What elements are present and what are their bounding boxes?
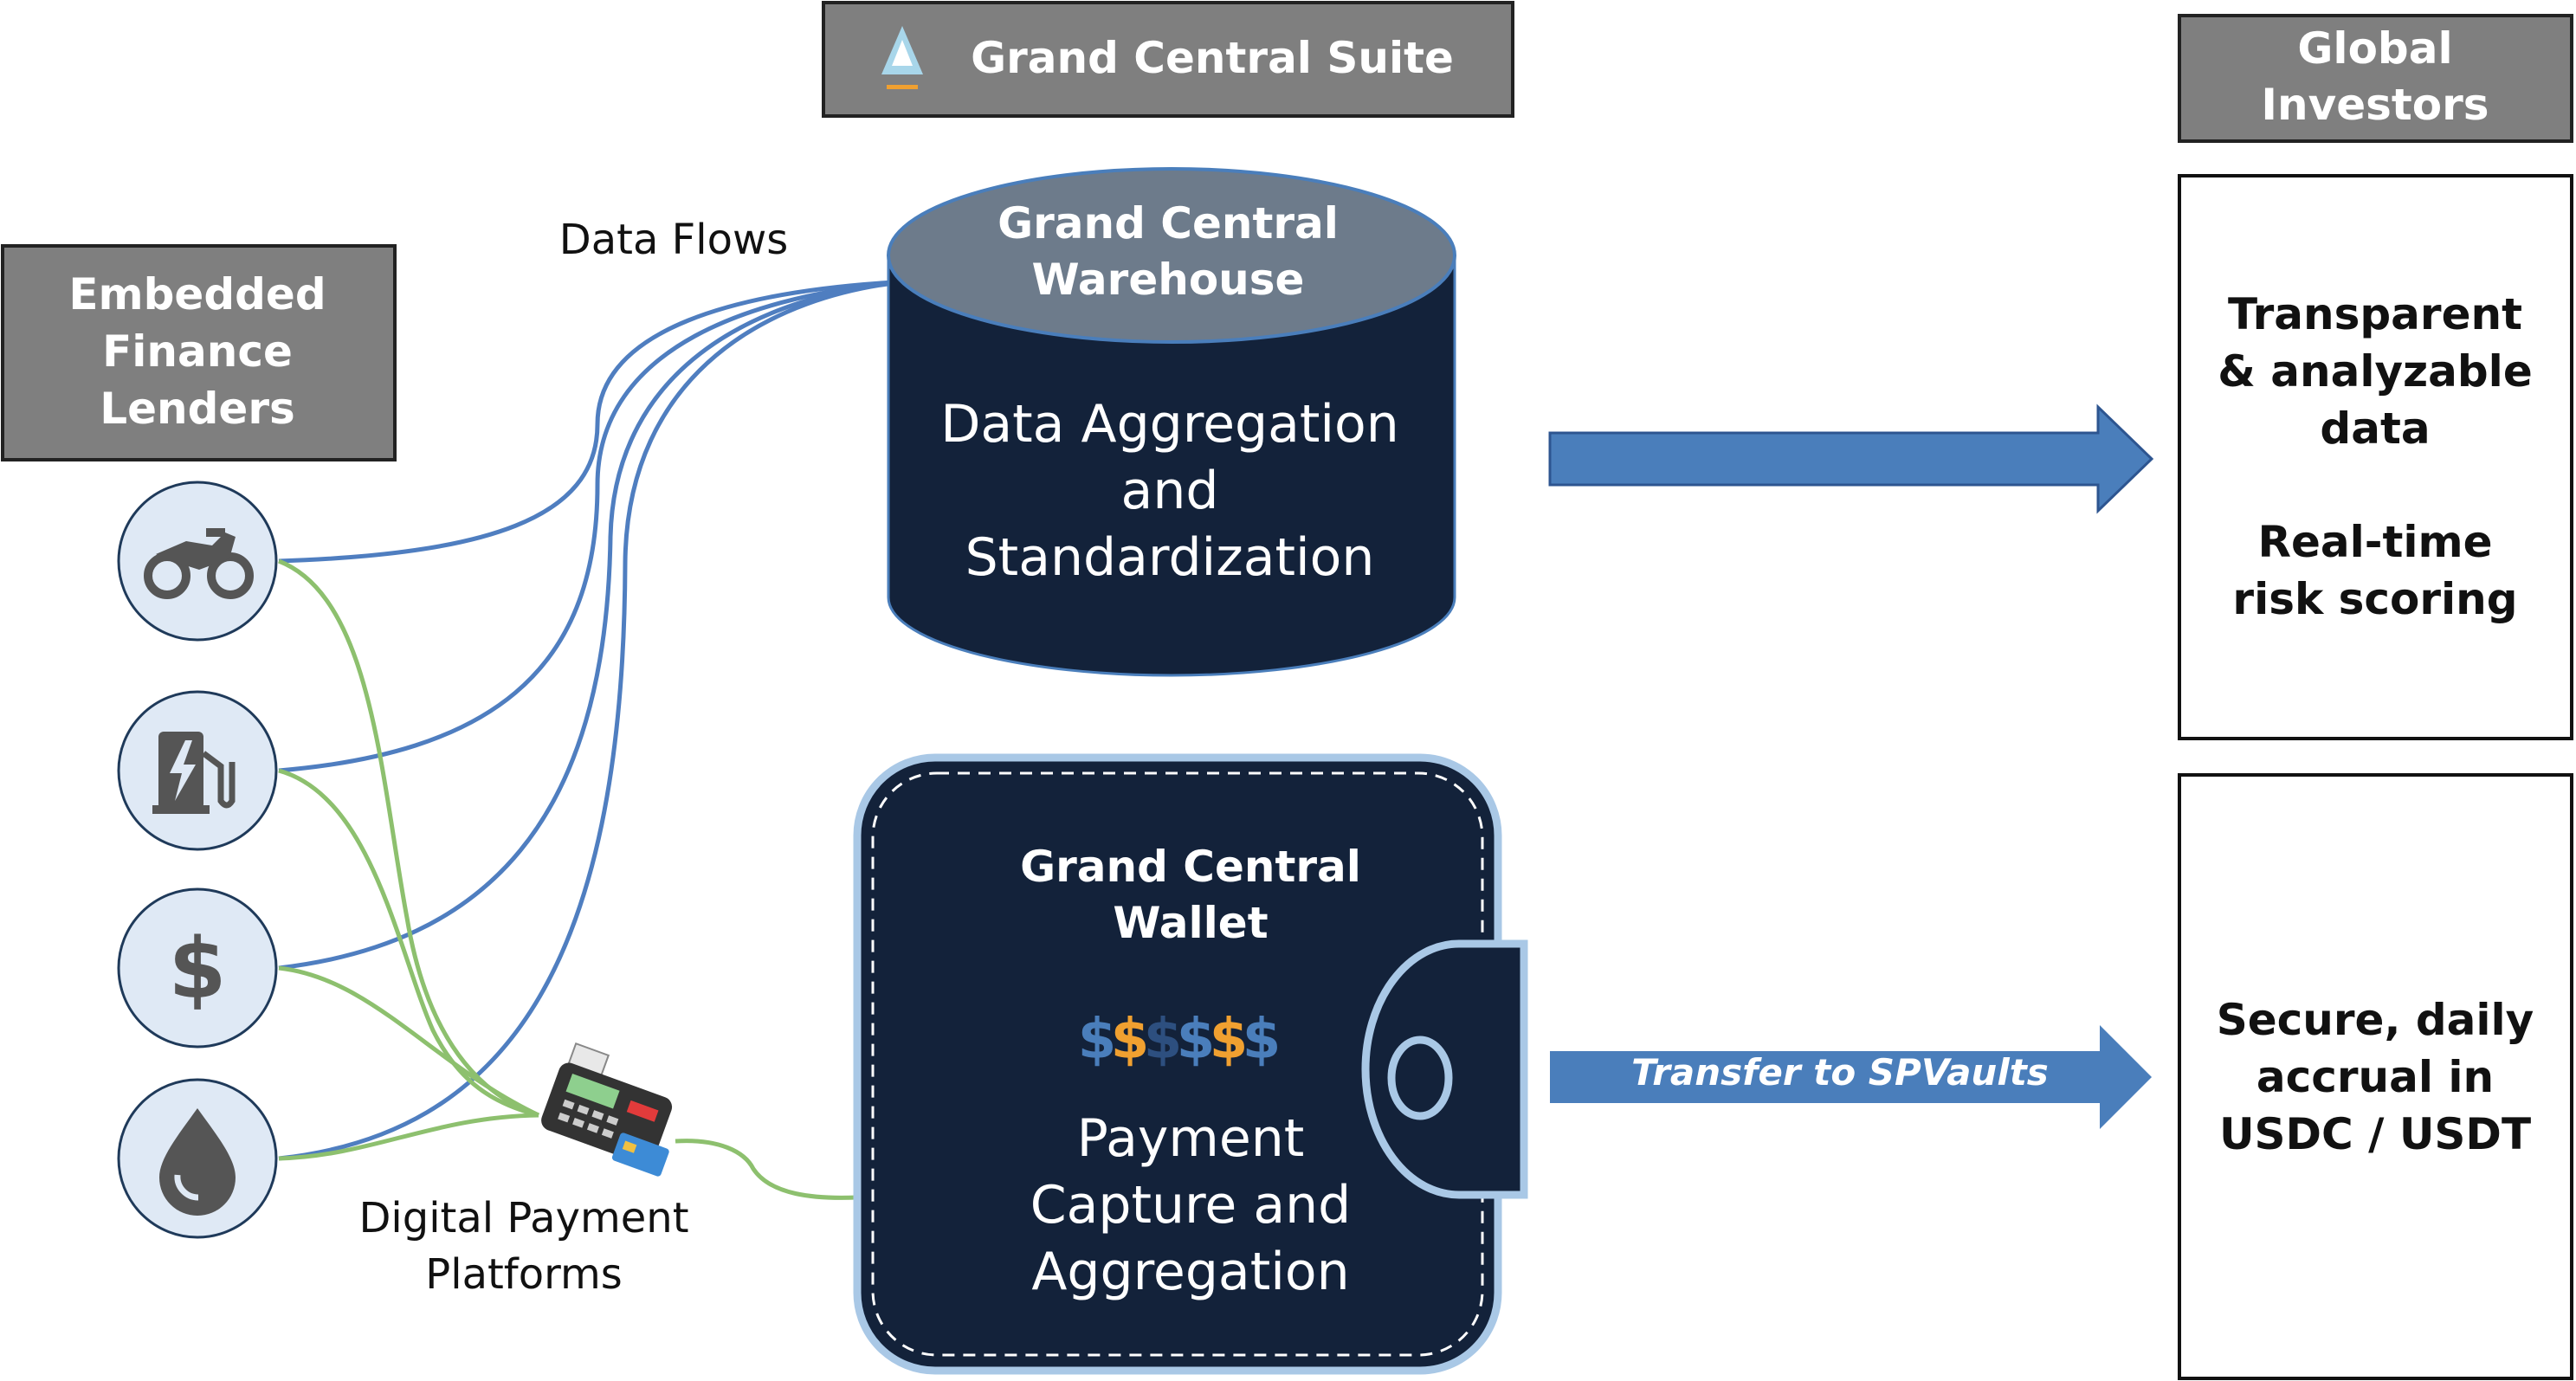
digital-payment-label-line2: Platforms <box>425 1250 622 1299</box>
lenders-header-box <box>1 244 397 461</box>
warehouse-body-line3: Standardization <box>965 527 1375 588</box>
wallet-dollar-2: $ <box>1111 1008 1150 1072</box>
data-flows-label: Data Flows <box>559 216 788 264</box>
lenders-title-line3: Lenders <box>100 384 295 434</box>
payment-line-ev <box>278 768 539 1118</box>
triangle-logo-icon <box>881 26 923 89</box>
svg-text:$: $ <box>169 920 227 1017</box>
motorcycle-icon <box>117 481 278 642</box>
warehouse-body-line2: and <box>1121 461 1219 521</box>
wallet-title-line2: Wallet <box>1113 898 1268 948</box>
dollar-icon: $ <box>117 887 278 1049</box>
investor-bottom-line3: USDC / USDT <box>2219 1109 2531 1159</box>
payment-line-dollar <box>278 965 540 1118</box>
investors-title-line1: Global <box>2297 23 2452 74</box>
investor-bottom-line2: accrual in <box>2256 1052 2494 1102</box>
investors-header-box <box>2178 14 2573 143</box>
investor-top-line4: Real-time <box>2257 517 2492 567</box>
warehouse-cylinder <box>887 167 1456 677</box>
transfer-arrow-label: Transfer to SPVaults <box>1631 1051 2049 1094</box>
investor-top-box <box>2178 174 2573 740</box>
warehouse-title-line2: Warehouse <box>1032 255 1305 305</box>
flow-line-motorcycle <box>278 279 910 564</box>
payment-terminal-icon <box>541 1042 673 1177</box>
payment-lines <box>278 558 858 1200</box>
digital-payment-label-line1: Digital Payment <box>358 1194 688 1242</box>
investors-title-line2: Investors <box>2261 80 2489 130</box>
wallet-dollar-4: $ <box>1177 1008 1216 1072</box>
suite-title: Grand Central Suite <box>971 33 1454 83</box>
warehouse-body-line1: Data Aggregation <box>940 394 1399 455</box>
wallet-body-line1: Payment <box>1077 1108 1305 1169</box>
investor-top-line5: risk scoring <box>2232 574 2517 624</box>
flow-line-dollar <box>278 279 910 971</box>
wallet-dollar-3: $ <box>1144 1008 1183 1072</box>
payment-line-motorcycle <box>278 558 539 1118</box>
flow-line-ev <box>278 279 910 773</box>
suite-header-box <box>822 1 1514 118</box>
wallet-clasp <box>1361 939 1528 1199</box>
lenders-title-line2: Finance <box>102 326 293 377</box>
flow-line-drop <box>278 279 910 1161</box>
wallet-dollar-6: $ <box>1243 1008 1282 1072</box>
payment-line-to-wallet <box>675 1139 858 1200</box>
investor-top-line2: & analyzable <box>2218 346 2533 397</box>
wallet-title-line1: Grand Central <box>1020 842 1361 892</box>
wallet-body-line3: Aggregation <box>1031 1242 1349 1302</box>
ev-charger-icon <box>117 690 278 851</box>
investor-top-line3: data <box>2320 403 2430 454</box>
warehouse-title-line1: Grand Central <box>997 198 1339 248</box>
transfer-arrow <box>1550 1025 2152 1129</box>
wallet-dollar-1: $ <box>1078 1008 1117 1072</box>
wallet-body-line2: Capture and <box>1030 1175 1352 1236</box>
investor-bottom-line1: Secure, daily <box>2217 995 2534 1045</box>
data-flow-lines <box>278 279 910 1161</box>
data-arrow <box>1548 403 2154 514</box>
investor-top-line1: Transparent <box>2228 289 2522 339</box>
wallet-dollar-5: $ <box>1210 1008 1249 1072</box>
water-drop-icon <box>117 1078 278 1239</box>
wallet-dollar-signs: $ $ $ $ $ $ <box>1078 1008 1282 1072</box>
lenders-title-line1: Embedded <box>68 269 326 319</box>
payment-line-drop <box>278 1113 539 1161</box>
investor-bottom-box <box>2178 773 2573 1380</box>
